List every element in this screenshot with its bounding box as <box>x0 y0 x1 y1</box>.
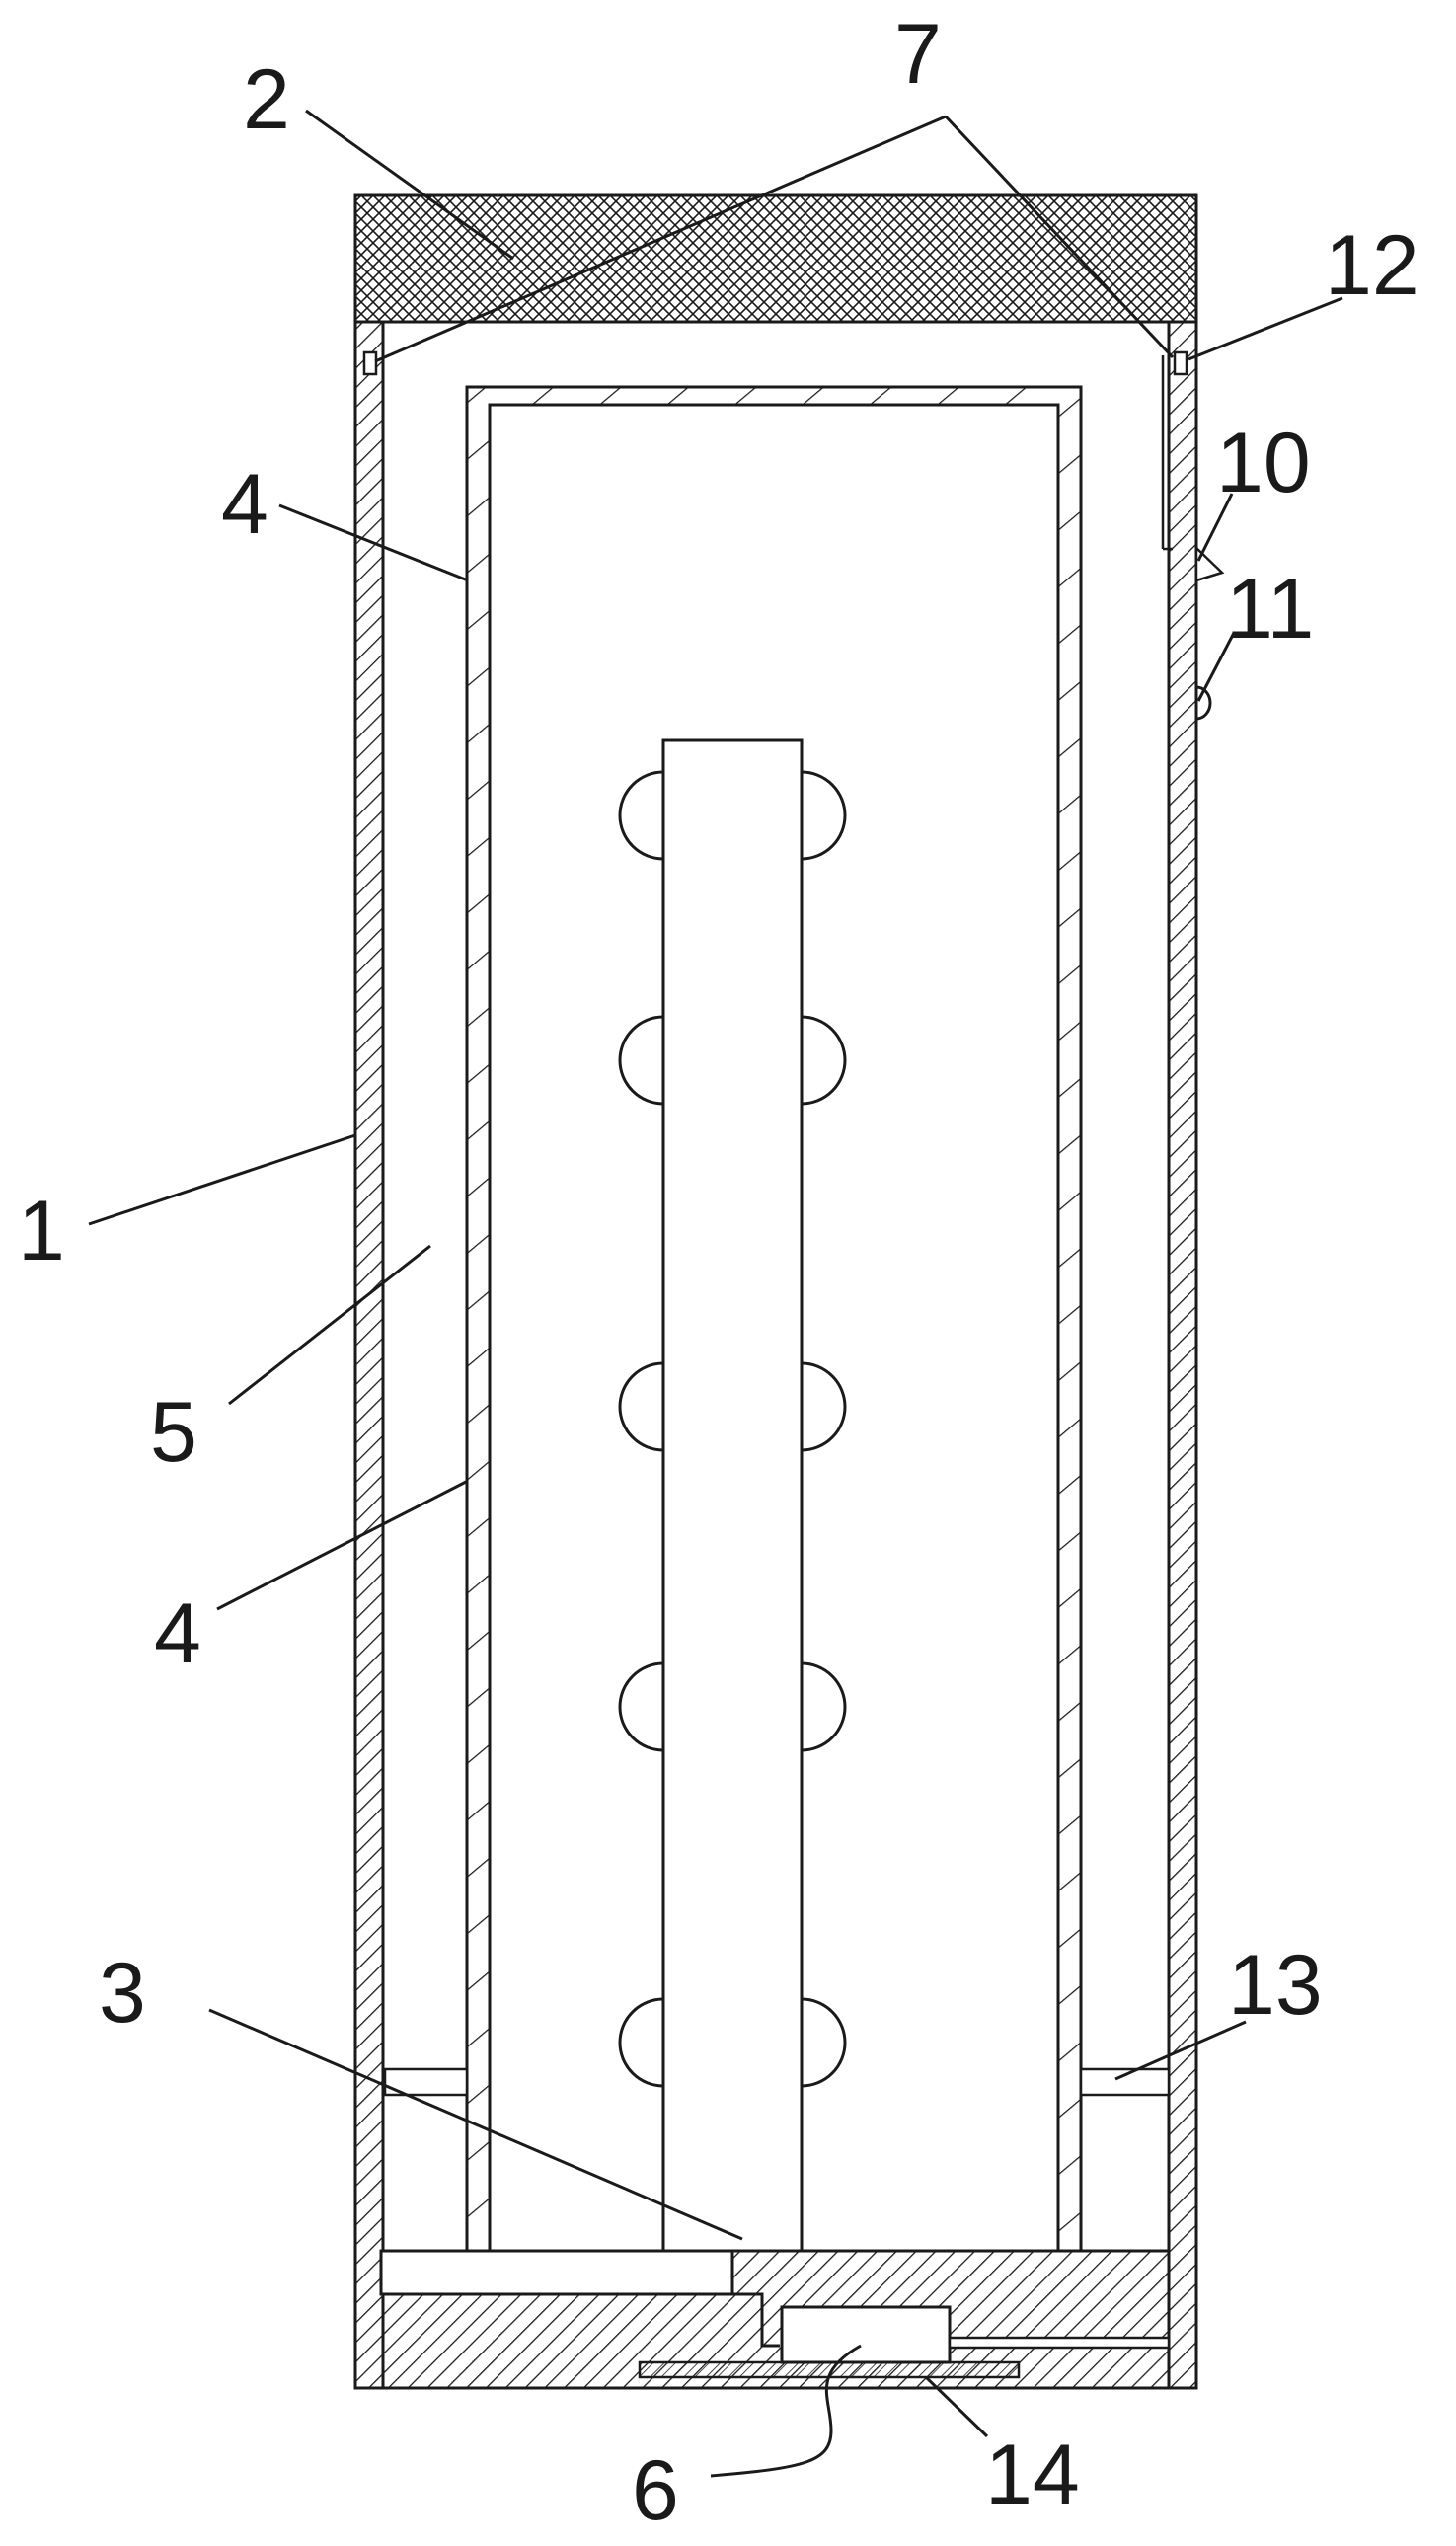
exterior-controls <box>1194 545 1225 721</box>
leader-2 <box>305 109 514 261</box>
label-13: 13 <box>1228 1938 1323 2033</box>
label-10: 10 <box>1216 416 1311 510</box>
heating-element-right <box>801 1361 847 1452</box>
label-12: 12 <box>1325 218 1419 313</box>
heating-element-left <box>618 1361 664 1452</box>
leader-5 <box>228 1244 431 1406</box>
leader-lines <box>88 109 1343 2478</box>
heating-element-left <box>618 1997 664 2088</box>
central-column-body <box>661 738 804 2253</box>
outer-shell-right-wall <box>1167 320 1198 2390</box>
label-2: 2 <box>243 52 290 147</box>
inner-liner <box>465 385 1083 2253</box>
leader-14 <box>924 2375 989 2438</box>
heating-element-right <box>801 1661 847 1752</box>
leader-7a <box>374 115 947 363</box>
sensor-housing <box>780 2305 952 2364</box>
leader-12 <box>1188 296 1343 361</box>
outer-shell <box>353 320 1198 2390</box>
central-column <box>661 738 804 2253</box>
seals <box>362 350 1188 551</box>
heating-element-left <box>618 770 664 861</box>
label-4-lower: 4 <box>154 1586 201 1681</box>
label-14: 14 <box>985 2428 1080 2522</box>
leader-10 <box>1196 493 1234 562</box>
leader-4a <box>278 503 469 582</box>
leader-1 <box>88 1133 356 1226</box>
label-3: 3 <box>99 1946 146 2041</box>
heating-element-right <box>801 1997 847 2088</box>
base-cavity-left <box>379 2249 734 2296</box>
label-4-upper: 4 <box>221 457 268 552</box>
leader-13 <box>1114 2020 1247 2081</box>
label-6: 6 <box>632 2443 679 2538</box>
heating-element-left <box>618 1015 664 1106</box>
heating-elements <box>618 770 847 2088</box>
seal-left <box>362 350 378 376</box>
support-rib-right <box>1079 2067 1171 2097</box>
inner-liner-wall <box>465 385 1083 2253</box>
label-1: 1 <box>18 1184 65 1278</box>
outer-shell-left-wall <box>353 320 385 2390</box>
top-cover <box>353 193 1198 324</box>
leader-6 <box>710 2344 862 2478</box>
heating-element-right <box>801 1015 847 1106</box>
heating-element-left <box>618 1661 664 1752</box>
reference-numerals: 2 7 12 10 11 4 1 5 4 13 3 6 14 <box>18 7 1419 2538</box>
leader-4b <box>216 1479 469 1611</box>
leader-7b <box>944 115 1175 359</box>
label-7: 7 <box>894 7 942 102</box>
indicator-triangle <box>1194 545 1225 582</box>
heating-element-right <box>801 770 847 861</box>
bottom-base <box>379 2249 1171 2390</box>
leader-3 <box>208 2008 743 2241</box>
label-5: 5 <box>150 1385 197 1480</box>
seal-right <box>1173 350 1188 376</box>
support-rib-left <box>383 2067 469 2097</box>
control-button <box>1195 685 1212 721</box>
label-11: 11 <box>1226 562 1314 656</box>
leader-11 <box>1196 632 1236 702</box>
